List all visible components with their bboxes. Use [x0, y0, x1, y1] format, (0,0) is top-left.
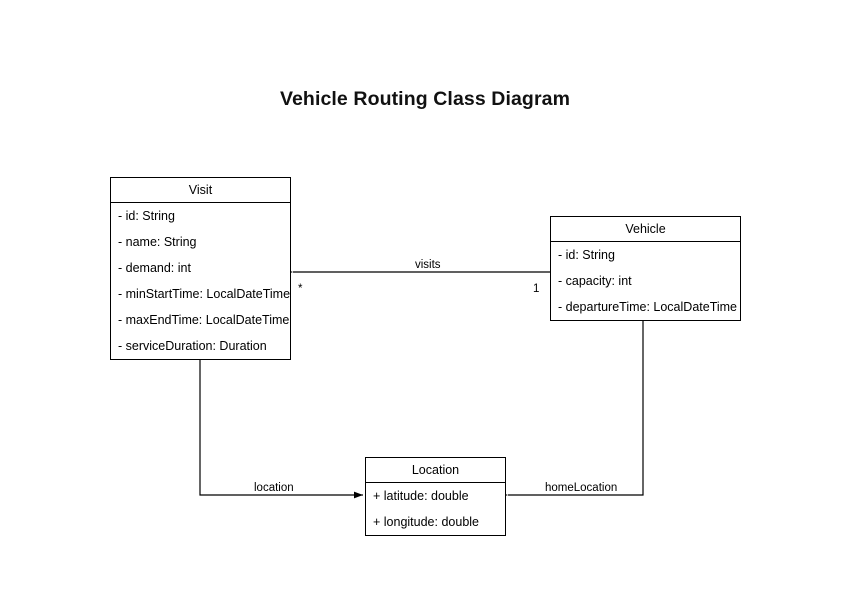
attribute-row: - maxEndTime: LocalDateTime	[118, 313, 290, 327]
class-attributes-vehicle: - id: String - capacity: int - departure…	[551, 242, 740, 320]
edge-home-location	[499, 321, 644, 499]
class-name-visit: Visit	[111, 178, 290, 203]
edge-label-location: location	[254, 482, 294, 494]
edge-label-visits: visits	[415, 259, 441, 271]
attribute-row: - serviceDuration: Duration	[118, 339, 267, 353]
attribute-row: - departureTime: LocalDateTime	[558, 300, 738, 314]
class-name-location: Location	[366, 458, 505, 483]
class-box-visit[interactable]: Visit - id: String - name: String - dema…	[110, 177, 291, 360]
attribute-row: - name: String	[118, 235, 197, 249]
edge-location	[199, 360, 363, 499]
attribute-row: + latitude: double	[373, 489, 469, 503]
multiplicity-visit-side: *	[298, 283, 303, 295]
attribute-row: - minStartTime: LocalDateTime	[118, 287, 290, 301]
edge-label-home-location: homeLocation	[545, 482, 618, 494]
class-box-vehicle[interactable]: Vehicle - id: String - capacity: int - d…	[550, 216, 741, 321]
class-box-location[interactable]: Location + latitude: double + longitude:…	[365, 457, 506, 536]
multiplicity-vehicle-side: 1	[533, 283, 540, 295]
attribute-row: - id: String	[118, 209, 175, 223]
attribute-row: - capacity: int	[558, 274, 632, 288]
class-name-vehicle: Vehicle	[551, 217, 740, 242]
page-title: Vehicle Routing Class Diagram	[279, 88, 571, 110]
class-attributes-visit: - id: String - name: String - demand: in…	[111, 203, 290, 359]
attribute-row: + longitude: double	[373, 515, 479, 529]
class-attributes-location: + latitude: double + longitude: double	[366, 483, 505, 535]
attribute-row: - demand: int	[118, 261, 191, 275]
attribute-row: - id: String	[558, 248, 615, 262]
